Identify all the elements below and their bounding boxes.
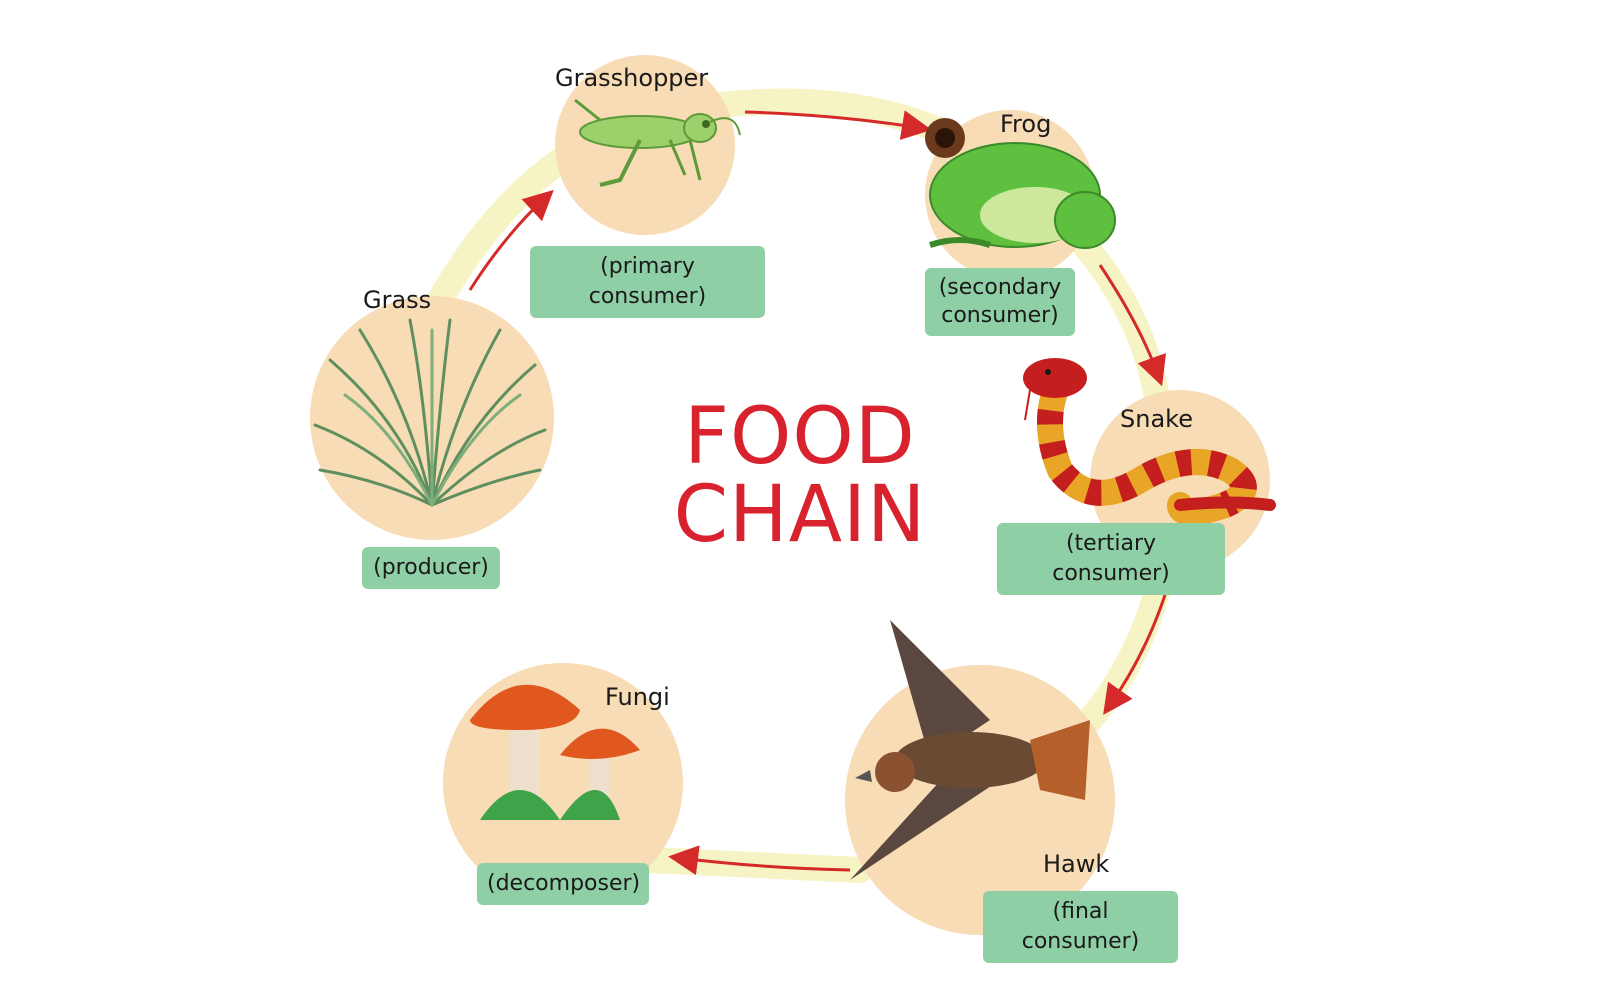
snake-label: Snake [1120,405,1193,433]
mushroom-icon [470,684,640,820]
arrow-grass-to-grasshopper [468,189,554,291]
role-badge-final-consumer: (final consumer) [983,891,1178,963]
role-line2: consumer) [941,303,1059,328]
role-badge-primary-consumer: (primary consumer) [530,246,765,318]
hawk-label: Hawk [1043,850,1110,878]
flow-arrows [468,110,1167,876]
role-badge-secondary-consumer: (secondary consumer) [925,268,1075,336]
role-badge-producer: (producer) [362,547,500,589]
frog-label: Frog [1000,110,1052,138]
arrow-hawk-to-fungi [668,845,851,876]
frog-icon [925,118,1116,249]
grass-icon [313,318,547,507]
grasshopper-icon [574,98,741,187]
role-badge-decomposer: (decomposer) [477,863,649,905]
hawk-icon [850,620,1090,880]
role-badge-tertiary-consumer: (tertiary consumer) [997,523,1225,595]
grass-label: Grass [363,286,432,314]
arrow-snake-to-hawk [1103,594,1167,715]
snake-icon [1023,358,1276,526]
diagram-title-line1: FOOD [684,392,916,482]
hawk-circle [845,665,1115,935]
arrow-frog-to-snake [1098,264,1167,387]
role-line1: (secondary [938,275,1062,300]
grasshopper-label: Grasshopper [555,64,709,92]
fungi-label: Fungi [605,683,670,711]
diagram-title-line2: CHAIN [673,470,927,560]
arrow-grasshopper-to-frog [744,110,932,140]
